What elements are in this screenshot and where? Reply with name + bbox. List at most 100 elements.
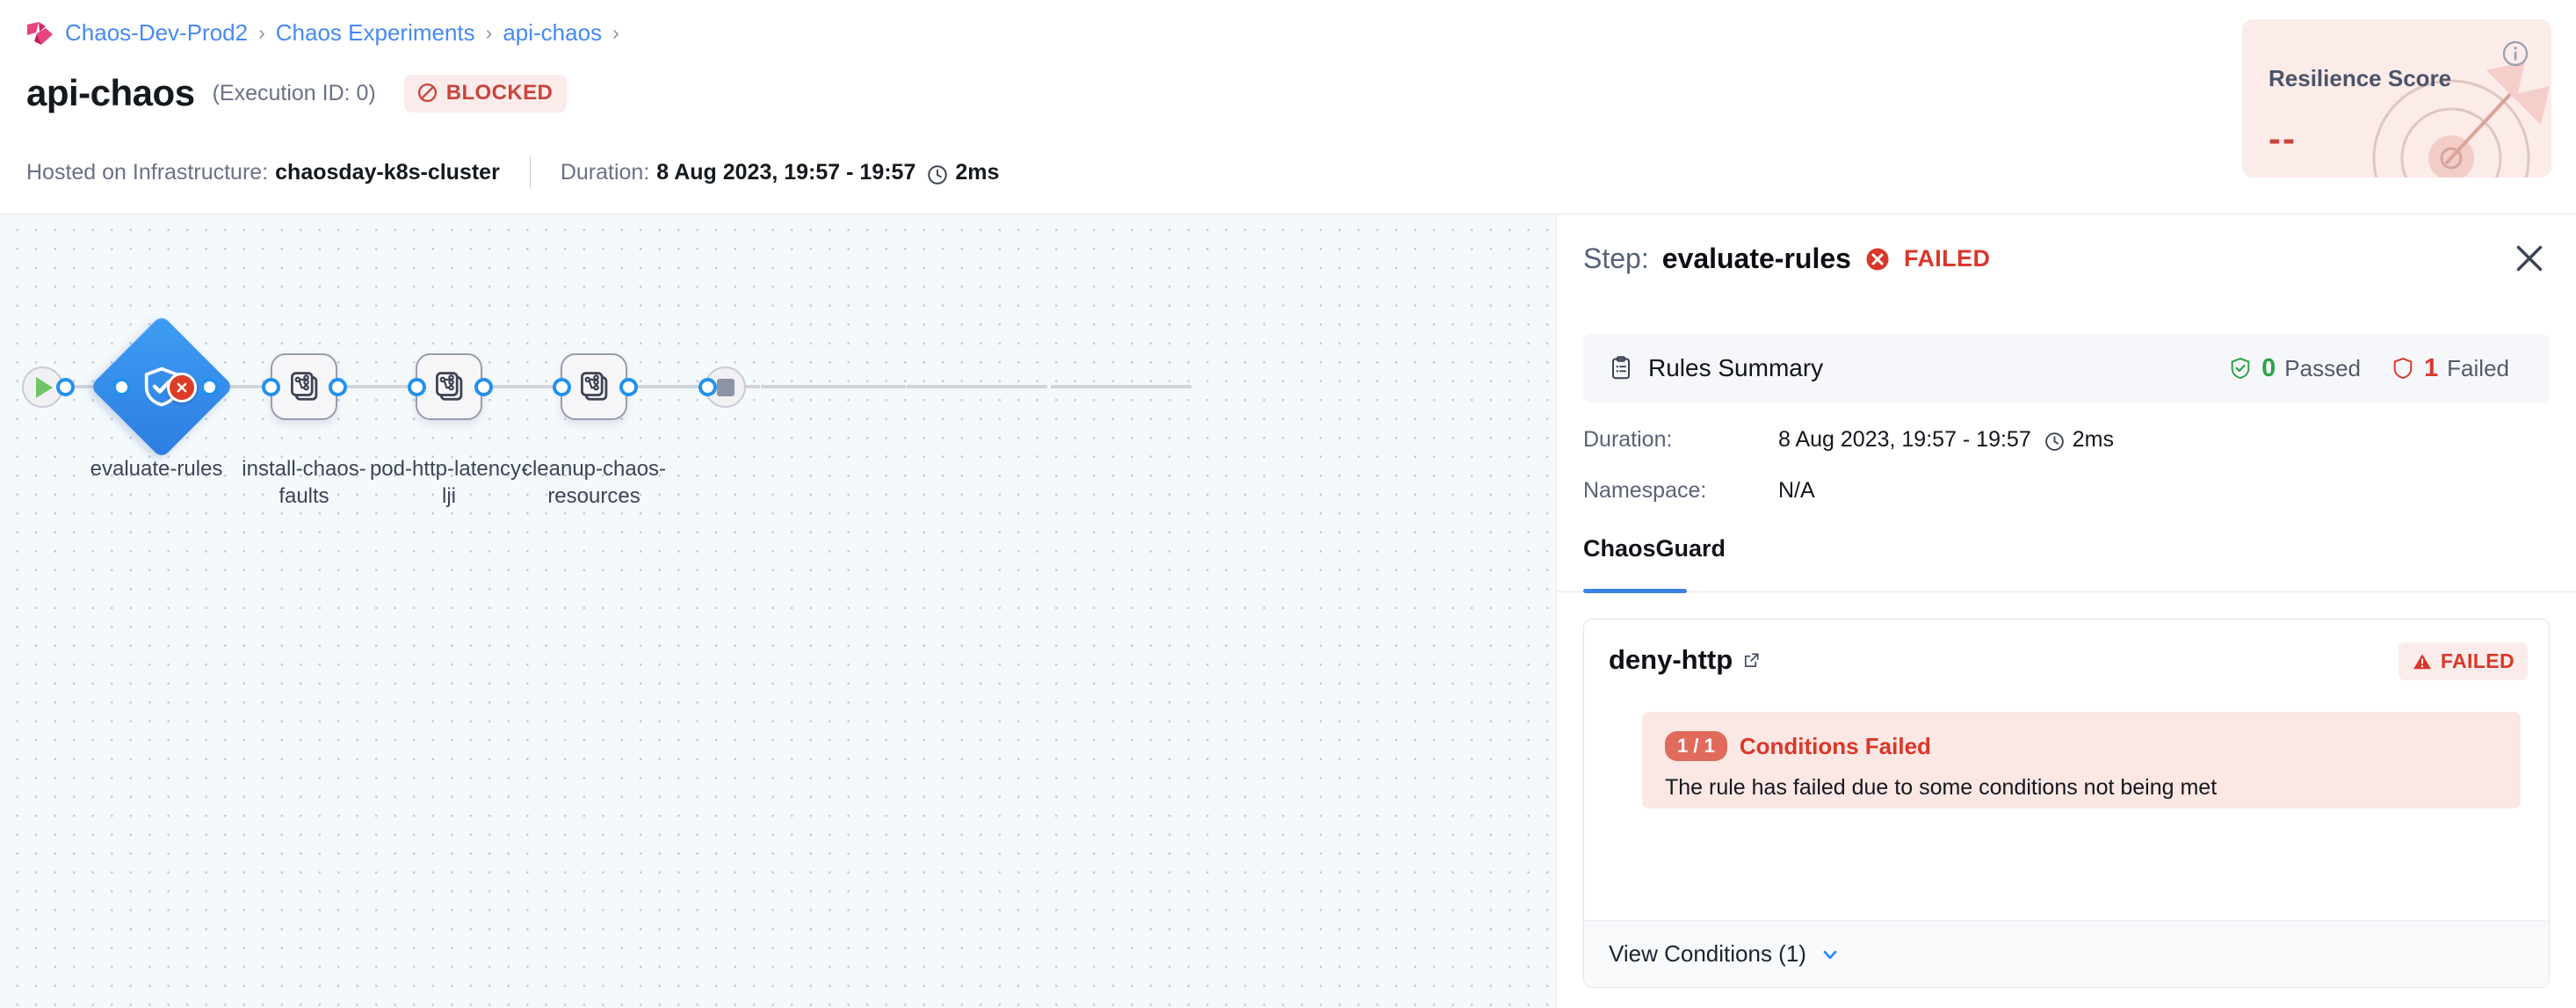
- page-title: api-chaos: [26, 72, 195, 113]
- rule-card-deny-http: deny-http FAILED: [1583, 619, 2550, 988]
- conditions-failed-box: 1 / 1 Conditions Failed The rule has fai…: [1642, 712, 2521, 809]
- edge-install-in: [329, 385, 469, 388]
- duration-elapsed: 2ms: [955, 159, 1000, 185]
- conditions-failed-count: 1 / 1: [1665, 731, 1727, 761]
- page-header: Chaos-Dev-Prod2 › Chaos Experiments › ap…: [0, 0, 2576, 214]
- stop-icon: [716, 378, 734, 396]
- conditions-failed-title: Conditions Failed: [1739, 732, 1931, 759]
- detail-duration-range: 8 Aug 2023, 19:57 - 19:57: [1778, 427, 2031, 452]
- edge-cleanup-to-end: [1051, 385, 1191, 388]
- duration-range: 8 Aug 2023, 19:57 - 19:57: [656, 159, 916, 185]
- port-evaluate-rules-in[interactable]: [112, 378, 131, 396]
- port-install-out[interactable]: [329, 378, 347, 396]
- graph-node-install-chaos-faults[interactable]: [271, 353, 337, 420]
- breadcrumb-item-1[interactable]: Chaos Experiments: [275, 19, 475, 46]
- panel-title: Step: evaluate-rules FAILED: [1583, 243, 1990, 275]
- rule-name[interactable]: deny-http: [1609, 644, 1762, 676]
- panel-tabs: ChaosGuard: [1557, 526, 2576, 593]
- rule-card-footer: View Conditions (1): [1584, 920, 2549, 987]
- close-icon[interactable]: [2512, 241, 2547, 276]
- rules-summary-card: Rules Summary 0 Passed 1 Failed: [1583, 334, 2550, 402]
- tab-active-indicator: [1583, 589, 1687, 593]
- port-podhttp-in[interactable]: [408, 378, 426, 396]
- port-install-in[interactable]: [262, 378, 280, 396]
- infra-value: chaosday-k8s-cluster: [275, 159, 500, 185]
- detail-value-duration: 8 Aug 2023, 19:57 - 19:57 2ms: [1778, 427, 2114, 453]
- play-icon: [36, 376, 53, 398]
- graph-node-label-cleanup-chaos-resources: cleanup-chaos-resources: [521, 457, 667, 509]
- resilience-score-title: Resilience Score: [2268, 65, 2452, 91]
- panel-step-status: FAILED: [1903, 245, 1991, 272]
- detail-key-namespace: Namespace:: [1583, 478, 1707, 503]
- breadcrumb-item-0[interactable]: Chaos-Dev-Prod2: [65, 19, 249, 46]
- port-podhttp-out[interactable]: [474, 378, 493, 396]
- chaos-faults-icon: [436, 372, 463, 401]
- graph-node-cleanup-chaos-resources[interactable]: [561, 353, 627, 420]
- detail-value-namespace: N/A: [1778, 478, 1815, 503]
- chaos-faults-icon: [291, 372, 318, 401]
- port-end-in[interactable]: [698, 378, 717, 396]
- breadcrumb: Chaos-Dev-Prod2 › Chaos Experiments › ap…: [26, 19, 619, 47]
- shield-check-icon: [2231, 358, 2250, 380]
- panel-header: Step: evaluate-rules FAILED: [1557, 214, 2576, 311]
- breadcrumb-item-2[interactable]: api-chaos: [503, 19, 603, 46]
- infra-label: Hosted on Infrastructure:: [26, 159, 269, 185]
- rules-summary-stats: 0 Passed 1 Failed: [2228, 354, 2509, 383]
- port-evaluate-rules-out[interactable]: [200, 378, 219, 396]
- rules-summary-heading: Rules Summary: [1608, 354, 1823, 382]
- external-link-icon[interactable]: [1741, 650, 1762, 671]
- chevron-down-icon[interactable]: [1819, 943, 1842, 966]
- info-circle-icon[interactable]: [2500, 39, 2530, 69]
- port-cleanup-in[interactable]: [553, 378, 571, 396]
- graph-node-pod-http-latency-lji[interactable]: [416, 353, 482, 420]
- view-conditions-toggle[interactable]: View Conditions (1): [1609, 940, 1842, 968]
- graph-node-label-evaluate-rules: evaluate-rules: [90, 457, 223, 481]
- graph-node-label-install-chaos-faults: install-chaos-faults: [242, 457, 366, 509]
- conditions-failed-message: The rule has failed due to some conditio…: [1665, 775, 2218, 800]
- execution-id: (Execution ID: 0): [212, 80, 376, 105]
- rules-passed-label: Passed: [2284, 354, 2362, 381]
- rules-passed-stat: 0 Passed: [2228, 354, 2361, 383]
- clock-icon: [2044, 432, 2064, 451]
- edge-install-to-podhttp: [474, 385, 619, 388]
- graph-node-label-pod-http-latency-lji: pod-http-latency-lji: [369, 457, 529, 509]
- rule-name-label: deny-http: [1609, 644, 1733, 675]
- rules-passed-count: 0: [2261, 353, 2276, 382]
- target-arrow-icon: [2372, 62, 2550, 178]
- breadcrumb-separator: ›: [485, 21, 493, 44]
- rules-summary-title: Rules Summary: [1648, 354, 1824, 381]
- error-x-icon: [167, 373, 197, 402]
- step-details-panel: Step: evaluate-rules FAILED: [1556, 214, 2576, 1008]
- port-start-out[interactable]: [56, 378, 75, 396]
- edge-cleanup-in: [907, 385, 1047, 388]
- pipeline-graph: evaluate-rules install-chaos-faults: [0, 214, 1556, 1008]
- clipboard-icon: [1612, 356, 1630, 380]
- resilience-score-value: --: [2268, 118, 2297, 159]
- error-x-icon: [1866, 248, 1889, 270]
- status-badge-label: BLOCKED: [445, 80, 554, 105]
- meta-divider: [529, 156, 531, 188]
- detail-duration-elapsed: 2ms: [2072, 427, 2114, 452]
- rules-failed-count: 1: [2424, 353, 2439, 382]
- chaos-faults-icon: [581, 372, 608, 401]
- detail-row-namespace: Namespace: N/A: [1583, 478, 1815, 504]
- breadcrumb-separator: ›: [258, 21, 265, 44]
- tab-chaosguard[interactable]: ChaosGuard: [1583, 535, 1726, 562]
- edge-podhttp-to-cleanup: [761, 385, 906, 388]
- rules-failed-stat: 1 Failed: [2391, 354, 2509, 383]
- harness-chaos-logo-icon: [27, 21, 53, 45]
- pipeline-canvas[interactable]: evaluate-rules install-chaos-faults: [0, 214, 1556, 1008]
- conditions-failed-header: 1 / 1 Conditions Failed: [1665, 731, 2498, 761]
- rule-status-badge-label: FAILED: [2440, 649, 2514, 672]
- panel-title-prefix: Step:: [1583, 243, 1649, 274]
- detail-row-duration: Duration: 8 Aug 2023, 19:57 - 19:57 2ms: [1583, 427, 2114, 453]
- panel-step-name: evaluate-rules: [1661, 243, 1851, 274]
- title-row: api-chaos (Execution ID: 0) BLOCKED: [26, 72, 568, 114]
- meta-row: Hosted on Infrastructure: chaosday-k8s-c…: [26, 156, 999, 188]
- duration-label: Duration:: [560, 159, 650, 185]
- port-cleanup-out[interactable]: [619, 378, 638, 396]
- rules-failed-label: Failed: [2447, 354, 2509, 381]
- detail-key-duration: Duration:: [1583, 427, 1673, 452]
- breadcrumb-separator-trailing: ›: [612, 21, 619, 44]
